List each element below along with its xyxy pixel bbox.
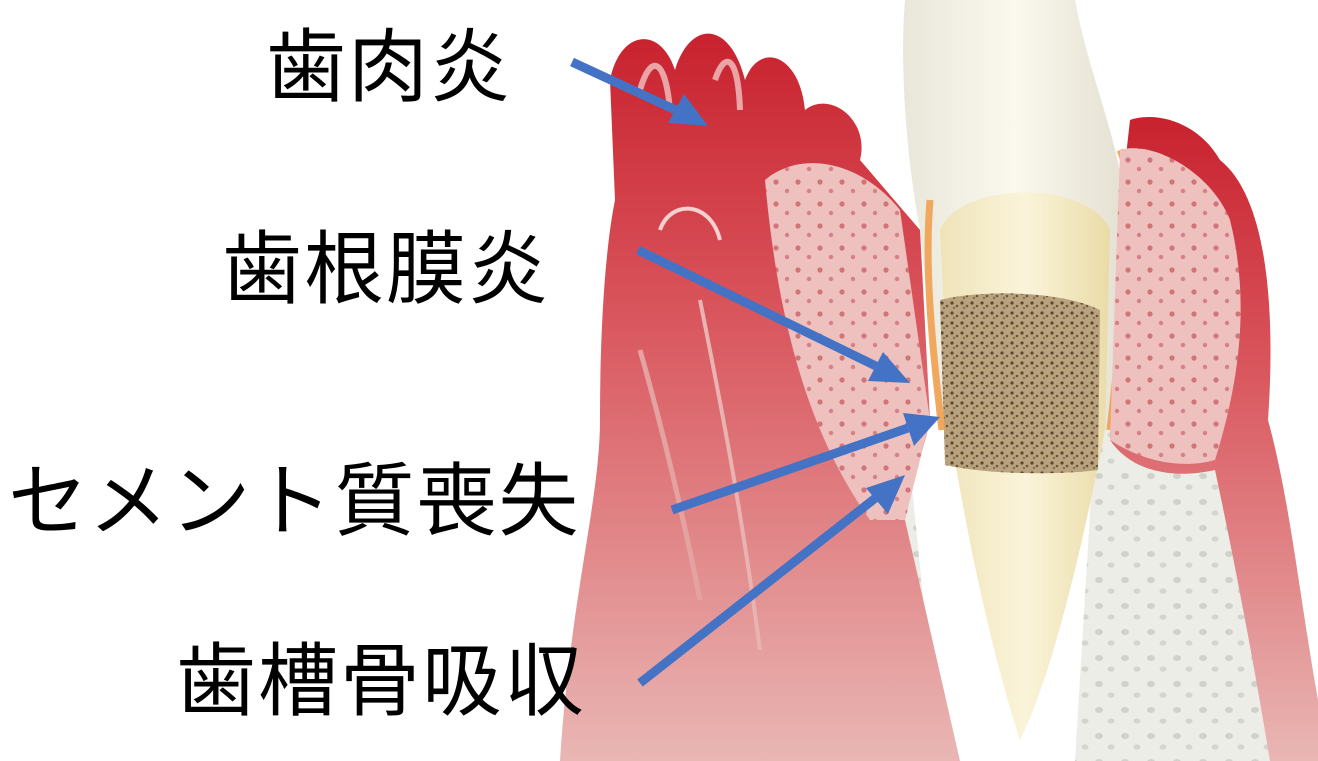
left-gingiva bbox=[560, 34, 960, 761]
label-alveolar-bone-resorption: 歯槽骨吸収 bbox=[176, 642, 586, 722]
tartar-deposit bbox=[940, 293, 1100, 473]
label-periodontal-ligament-inflammation: 歯根膜炎 bbox=[222, 230, 550, 310]
label-gingivitis: 歯肉炎 bbox=[266, 28, 512, 108]
label-cementum-loss: セメント質喪失 bbox=[8, 462, 580, 542]
